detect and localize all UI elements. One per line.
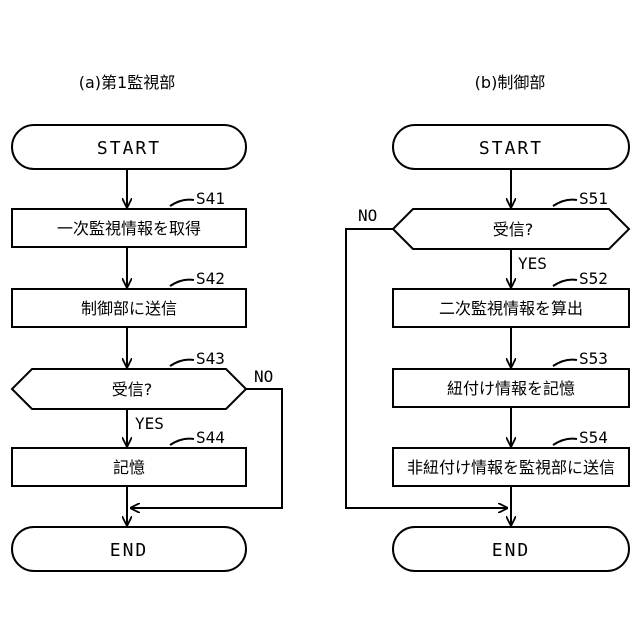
s44-leader-line: [170, 439, 194, 445]
panel-a: (a)第1監視部 START 一次監視情報を取得 S41 制御部に送信 S42: [12, 73, 282, 571]
s42-leader-line: [170, 280, 194, 286]
process-s42: 制御部に送信 S42: [12, 269, 246, 327]
panel-a-title: (a)第1監視部: [79, 73, 175, 92]
s54-text: 非紐付け情報を監視部に送信: [407, 458, 615, 477]
s51-no-label: NO: [358, 206, 377, 225]
s52-text: 二次監視情報を算出: [439, 299, 583, 318]
s44-text: 記憶: [113, 458, 145, 477]
panel-a-start-label: START: [97, 138, 161, 159]
panel-a-end-terminal: END: [12, 527, 246, 571]
s51-text: 受信?: [493, 220, 534, 239]
panel-b-end-label: END: [492, 540, 531, 561]
s41-text: 一次監視情報を取得: [57, 219, 201, 238]
s52-leader-line: [553, 280, 577, 286]
panel-a-start-terminal: START: [12, 125, 246, 169]
process-s41: 一次監視情報を取得 S41: [12, 189, 246, 247]
s53-label: S53: [579, 349, 608, 368]
process-s44: 記憶 S44: [12, 428, 246, 486]
s42-label: S42: [196, 269, 225, 288]
panel-b-title: (b)制御部: [475, 73, 546, 92]
s51-yes-label: YES: [518, 254, 547, 273]
s51-leader-line: [553, 200, 577, 206]
s53-text: 紐付け情報を記憶: [447, 379, 575, 398]
s42-text: 制御部に送信: [81, 299, 177, 318]
s43-label: S43: [196, 349, 225, 368]
s43-no-label: NO: [254, 367, 273, 386]
s54-leader-line: [553, 439, 577, 445]
s41-leader-line: [170, 200, 194, 206]
s54-label: S54: [579, 428, 608, 447]
decision-s43: 受信? S43: [12, 349, 246, 409]
s41-label: S41: [196, 189, 225, 208]
s52-label: S52: [579, 269, 608, 288]
panel-b-end-terminal: END: [393, 527, 629, 571]
panel-b: (b)制御部 START 受信? S51 NO YES 二次監視情報を算出 S5…: [346, 73, 629, 571]
s51-label: S51: [579, 189, 608, 208]
s44-label: S44: [196, 428, 225, 447]
panel-b-start-terminal: START: [393, 125, 629, 169]
panel-b-start-label: START: [479, 138, 543, 159]
s43-text: 受信?: [112, 380, 153, 399]
s53-leader-line: [553, 360, 577, 366]
s43-yes-label: YES: [135, 414, 164, 433]
panel-a-end-label: END: [110, 540, 149, 561]
s43-leader-line: [170, 360, 194, 366]
